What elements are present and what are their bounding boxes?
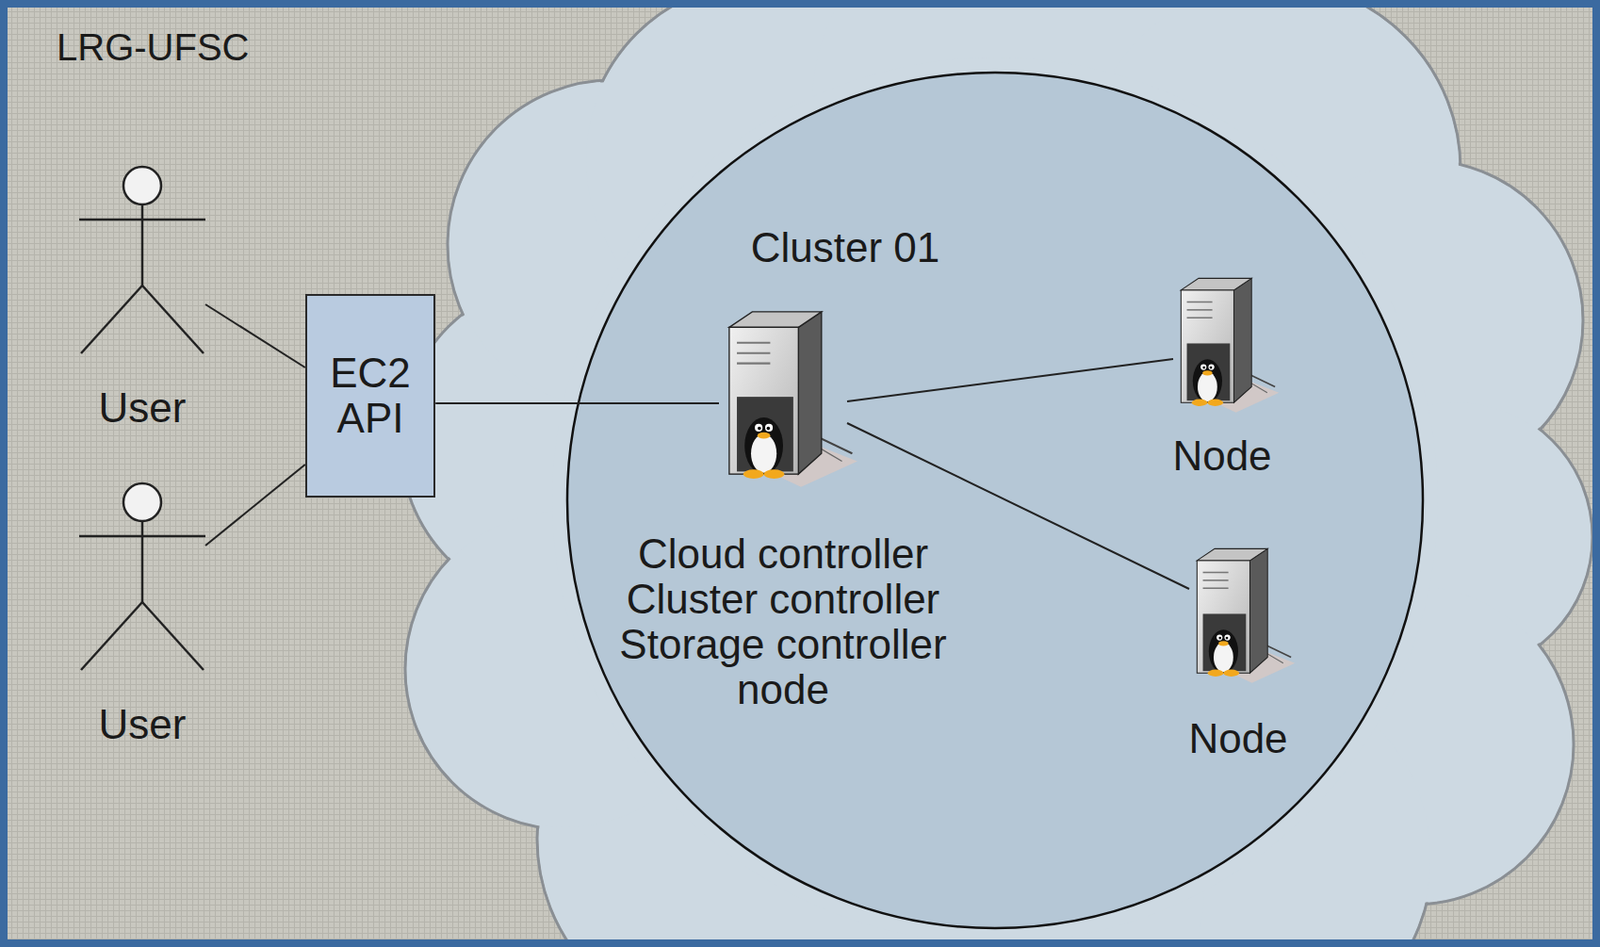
cloud-outline bbox=[400, 0, 1593, 947]
server-icon bbox=[1173, 270, 1272, 419]
label-holder: User bbox=[98, 702, 187, 748]
cluster-circle bbox=[566, 71, 1424, 930]
label-holder: Cloud controller Cluster controller Stor… bbox=[604, 531, 963, 713]
box-label: EC2 API bbox=[316, 350, 425, 441]
node-label: Cloud controller Cluster controller Stor… bbox=[604, 531, 963, 713]
frame bbox=[3, 3, 1597, 944]
server-node: Node bbox=[1189, 540, 1288, 689]
cluster-heading: Cluster 01 bbox=[751, 225, 941, 271]
user-figure bbox=[79, 164, 206, 357]
user-actor: User bbox=[79, 164, 206, 357]
server-node: Node bbox=[1173, 270, 1272, 419]
site-label: LRG-UFSC bbox=[56, 24, 249, 70]
label-holder: Node bbox=[1172, 433, 1272, 479]
user-actor: User bbox=[79, 481, 206, 673]
node-label: User bbox=[98, 702, 187, 748]
node-label: User bbox=[98, 385, 187, 431]
connector-line bbox=[205, 304, 306, 368]
user-figure bbox=[79, 481, 206, 673]
label-holder: User bbox=[98, 385, 187, 431]
server-icon bbox=[1189, 540, 1288, 689]
connector-line bbox=[435, 402, 719, 405]
label-holder: Cluster 01 bbox=[751, 225, 941, 271]
connector-line bbox=[847, 359, 1174, 402]
api-box: EC2 API bbox=[305, 293, 436, 498]
server-node: Cloud controller Cluster controller Stor… bbox=[718, 301, 848, 495]
node-label: Node bbox=[1172, 433, 1272, 479]
connector-line bbox=[205, 464, 306, 546]
cloud-fill bbox=[402, 0, 1591, 947]
node-label: Node bbox=[1188, 716, 1288, 762]
cluster-region: Cluster 01 Cloud controller Cluster contr… bbox=[566, 71, 1424, 930]
label-holder: Node bbox=[1188, 716, 1288, 762]
server-icon bbox=[718, 301, 848, 495]
